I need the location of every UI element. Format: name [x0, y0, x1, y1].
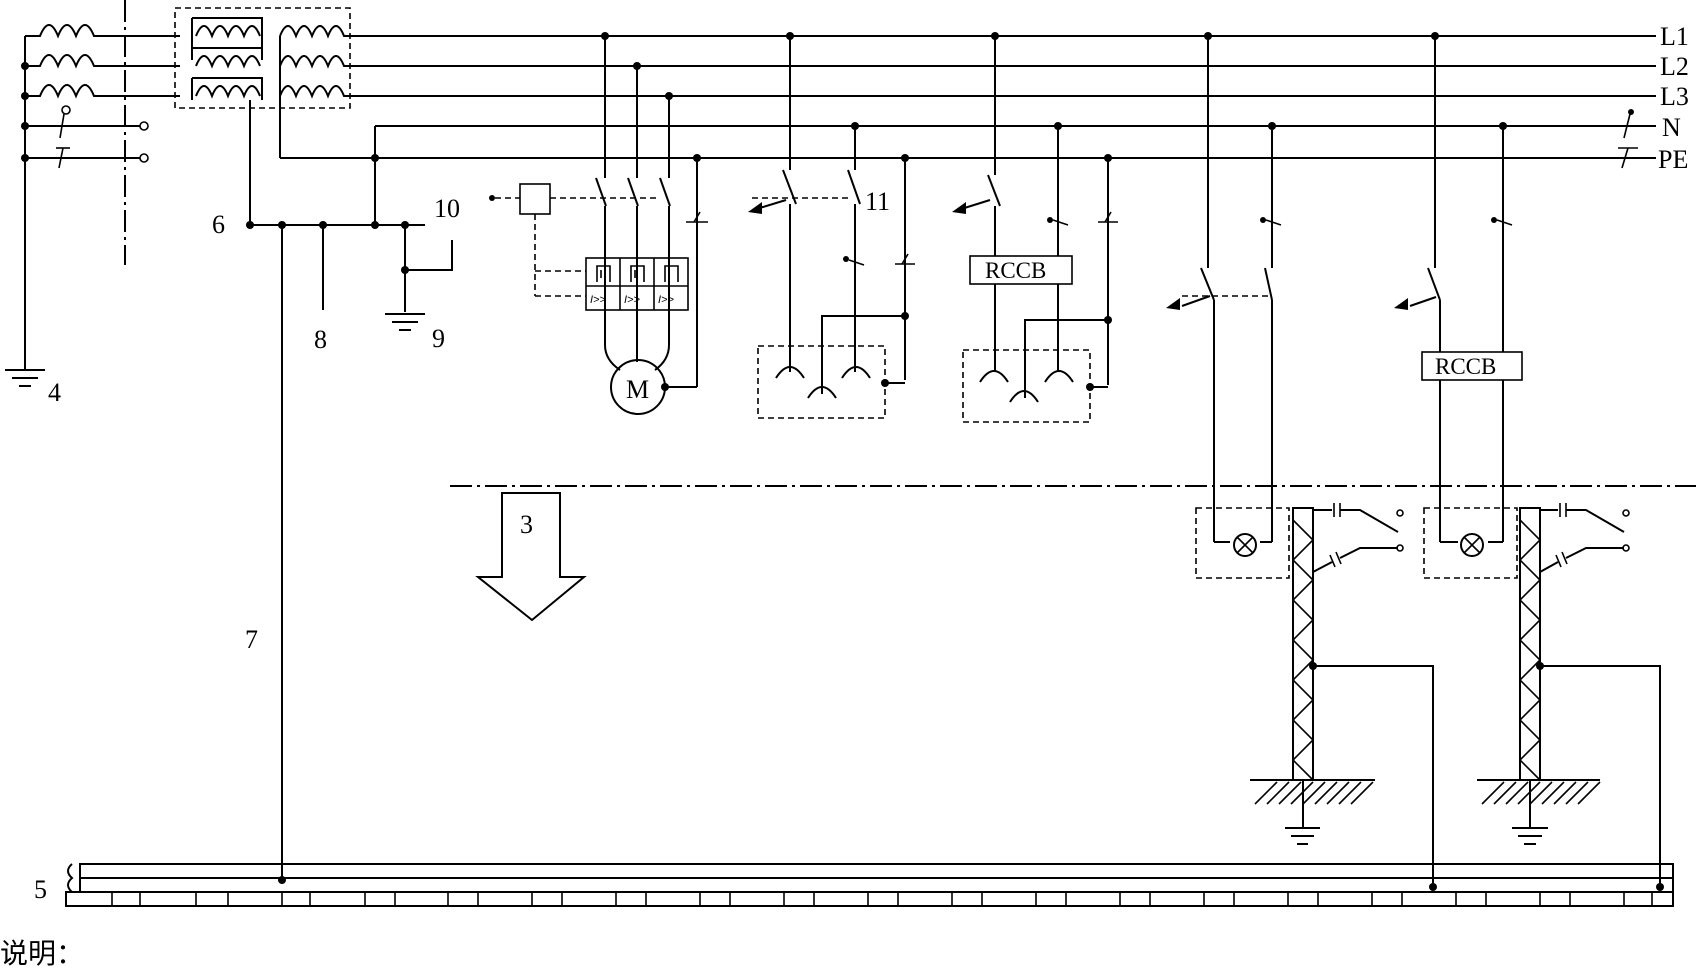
lighting-pole-b	[1477, 503, 1664, 891]
bus-label-pe: PE	[1658, 145, 1688, 174]
foundation-earth-rail	[65, 863, 1674, 907]
callout-4: 4	[48, 378, 61, 407]
callout-10: 10	[434, 194, 460, 223]
callout-6: 6	[212, 210, 225, 239]
lighting-branch-a	[1166, 32, 1290, 579]
callout-11: 11	[865, 187, 890, 216]
callout-9: 9	[432, 324, 445, 353]
motor-label: M	[626, 375, 649, 404]
callout-8: 8	[314, 325, 327, 354]
callout-7: 7	[245, 625, 258, 654]
callout-3: 3	[520, 510, 533, 539]
tn-system-wiring-diagram: L1 L2 L3 N PE	[5, 0, 1696, 907]
overcurrent-mark-3: I>>	[658, 294, 674, 306]
lighting-pole-a	[1250, 503, 1437, 891]
direction-arrow	[475, 492, 587, 622]
motor-branch: I>> I>> I>> M	[489, 32, 708, 415]
rccb-label-2: RCCB	[1435, 354, 1496, 379]
socket-branch-1	[748, 32, 915, 419]
legend-title: 说明：	[0, 937, 85, 970]
neutral-and-pe-bus	[280, 109, 1656, 169]
bus-label-l3: L3	[1660, 82, 1689, 111]
lighting-branch-b: RCCB	[1394, 32, 1523, 579]
transformer-block	[174, 7, 1656, 225]
main-earthing-bar	[246, 126, 453, 884]
socket-branch-rccb: RCCB	[952, 32, 1118, 423]
callout-5: 5	[34, 875, 47, 904]
bus-label-l2: L2	[1660, 52, 1689, 81]
bus-label-l1: L1	[1660, 22, 1689, 51]
overcurrent-mark-2: I>>	[624, 294, 640, 306]
overcurrent-mark-1: I>>	[590, 294, 606, 306]
bus-label-n: N	[1662, 113, 1681, 142]
source-transformer-windings	[21, 24, 180, 370]
rccb-label-1: RCCB	[985, 258, 1046, 283]
source-earth-electrode	[5, 369, 45, 387]
